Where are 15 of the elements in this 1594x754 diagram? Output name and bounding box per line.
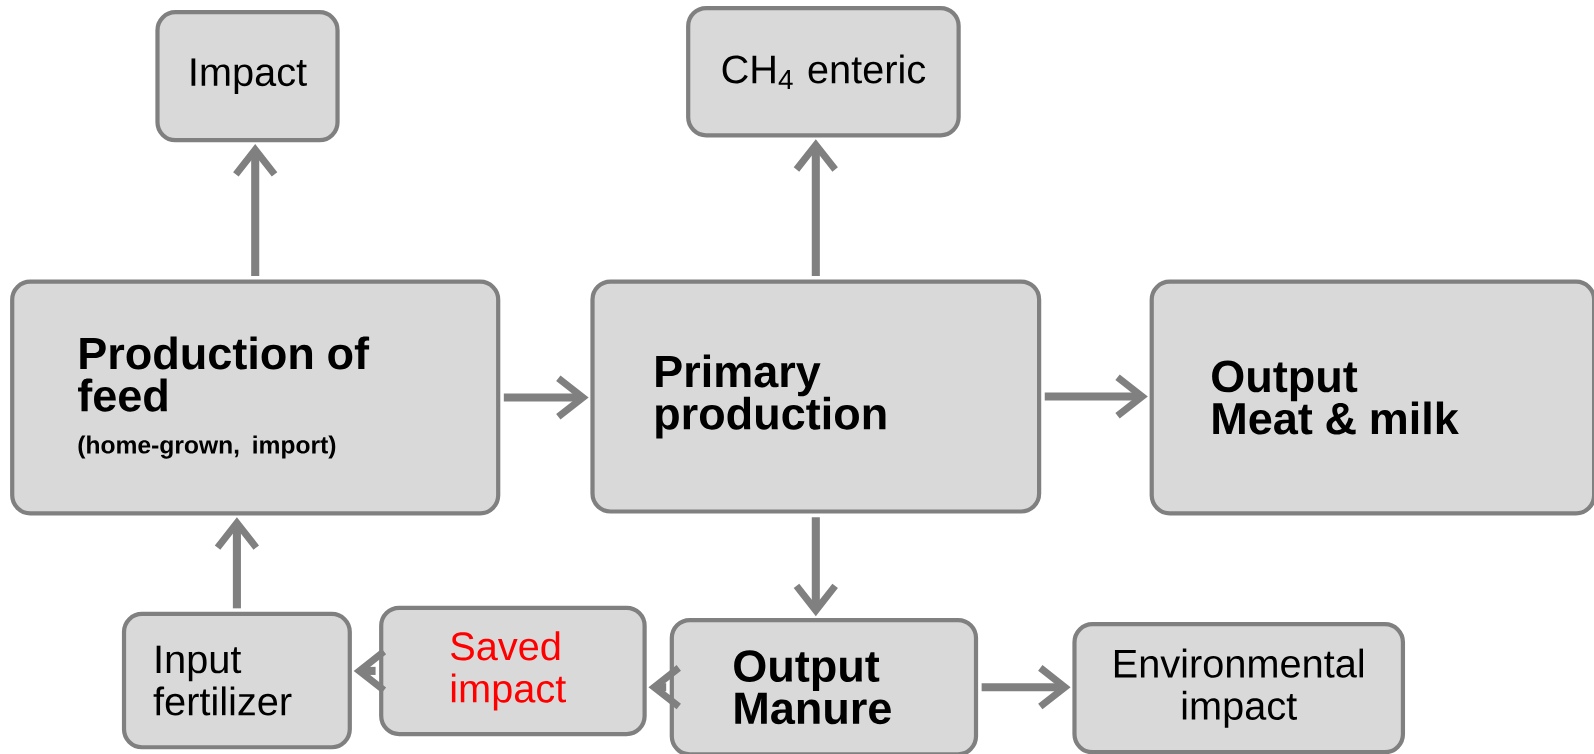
arrow [793, 517, 838, 617]
arrow [981, 665, 1071, 710]
arrow [793, 139, 838, 276]
process-box: Input fertilizer [121, 611, 352, 750]
process-box: Environmental impact [1072, 622, 1406, 754]
process-box: Primary production [590, 279, 1042, 514]
arrow [233, 144, 278, 276]
arrow [1044, 374, 1148, 419]
process-box: Output Meat & milk [1149, 279, 1594, 516]
process-box: Production of feed (home-grown, import) [10, 279, 501, 516]
process-box: CH$_{4}$ enteric [686, 5, 961, 138]
arrow [214, 517, 259, 609]
process-box: Output Manure [669, 617, 979, 754]
process-box: Saved impact [379, 605, 647, 737]
process-box: Impact [155, 10, 340, 143]
